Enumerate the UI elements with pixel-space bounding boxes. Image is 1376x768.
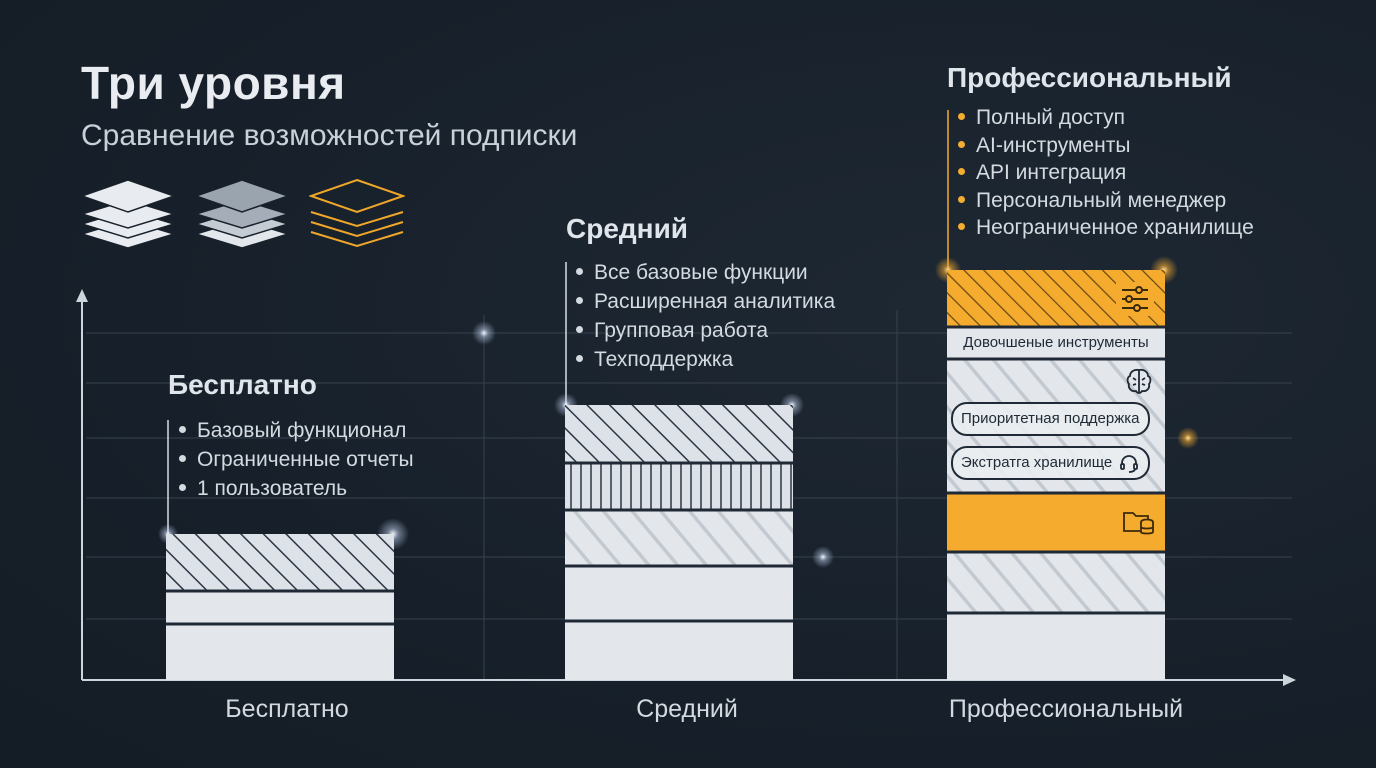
pro-extra-storage-pill: Экстратга хранилище	[951, 446, 1151, 480]
feature-item: API интеграция	[958, 159, 1254, 187]
feature-item: Неограниченное хранилище	[958, 214, 1254, 242]
x-axis-label-free: Бесплатно	[225, 695, 349, 723]
feature-item: Персональный менеджер	[958, 187, 1254, 215]
feature-item: AI-инструменты	[958, 132, 1254, 160]
bar-medium-segment-4	[565, 566, 793, 621]
bar-pro-segment-soft	[947, 552, 1165, 613]
x-axis-label-pro: Профессиональный	[948, 695, 1184, 723]
x-axis-label-medium: Средний	[636, 695, 738, 723]
tier-medium-heading: Средний	[566, 213, 689, 244]
bar-free-segment-3	[166, 624, 394, 680]
bar-medium-segment-5	[565, 621, 793, 680]
bar-medium-segment-soft	[565, 510, 793, 566]
bar-free-segment-hatched	[166, 534, 394, 591]
tier-pro-heading: Профессиональный	[947, 62, 1232, 93]
bar-medium-segment-hatched	[565, 405, 793, 463]
tier-free-heading: Бесплатно	[168, 369, 317, 400]
layers-white-icon	[80, 179, 176, 249]
feature-item: Расширенная аналитика	[576, 287, 835, 316]
headset-icon	[1120, 455, 1139, 473]
bar-free-segment-2	[166, 591, 394, 624]
feature-item: Ограниченные отчеты	[179, 445, 414, 474]
pro-row-tools-label: Довочшеные инструменты	[963, 334, 1149, 351]
bar-free	[166, 534, 394, 680]
feature-item: Все базовые функции	[576, 258, 835, 287]
sliders-icon	[1116, 282, 1154, 316]
bar-pro-segment-base	[947, 613, 1165, 680]
connector-lines	[167, 110, 949, 534]
bar-pro-segment-tools	[947, 327, 1165, 359]
bar-medium-segment-vertical	[565, 463, 793, 510]
feature-item: Полный доступ	[958, 104, 1254, 132]
pro-priority-support-pill: Приоритетная поддержка	[951, 402, 1150, 436]
folder-database-icon	[1123, 512, 1154, 535]
feature-item: Базовый функционал	[179, 416, 414, 445]
feature-item: Групповая работа	[576, 316, 835, 345]
tier-pro-features: Полный доступ AI-инструменты API интегра…	[958, 104, 1254, 242]
layers-gray-icon	[194, 179, 290, 249]
bar-medium	[565, 405, 793, 680]
page-title: Три уровня	[81, 57, 346, 109]
feature-item: Техподдержка	[576, 345, 835, 374]
feature-item: 1 пользователь	[179, 474, 414, 503]
bar-pro-segment-orange	[947, 493, 1165, 552]
tier-medium-features: Все базовые функции Расширенная аналитик…	[576, 258, 835, 374]
page-subtitle: Сравнение возможностей подписки	[81, 119, 578, 152]
tier-free-features: Базовый функционал Ограниченные отчеты 1…	[179, 416, 414, 503]
layers-orange-icon	[309, 178, 405, 248]
brain-icon	[1126, 368, 1152, 394]
